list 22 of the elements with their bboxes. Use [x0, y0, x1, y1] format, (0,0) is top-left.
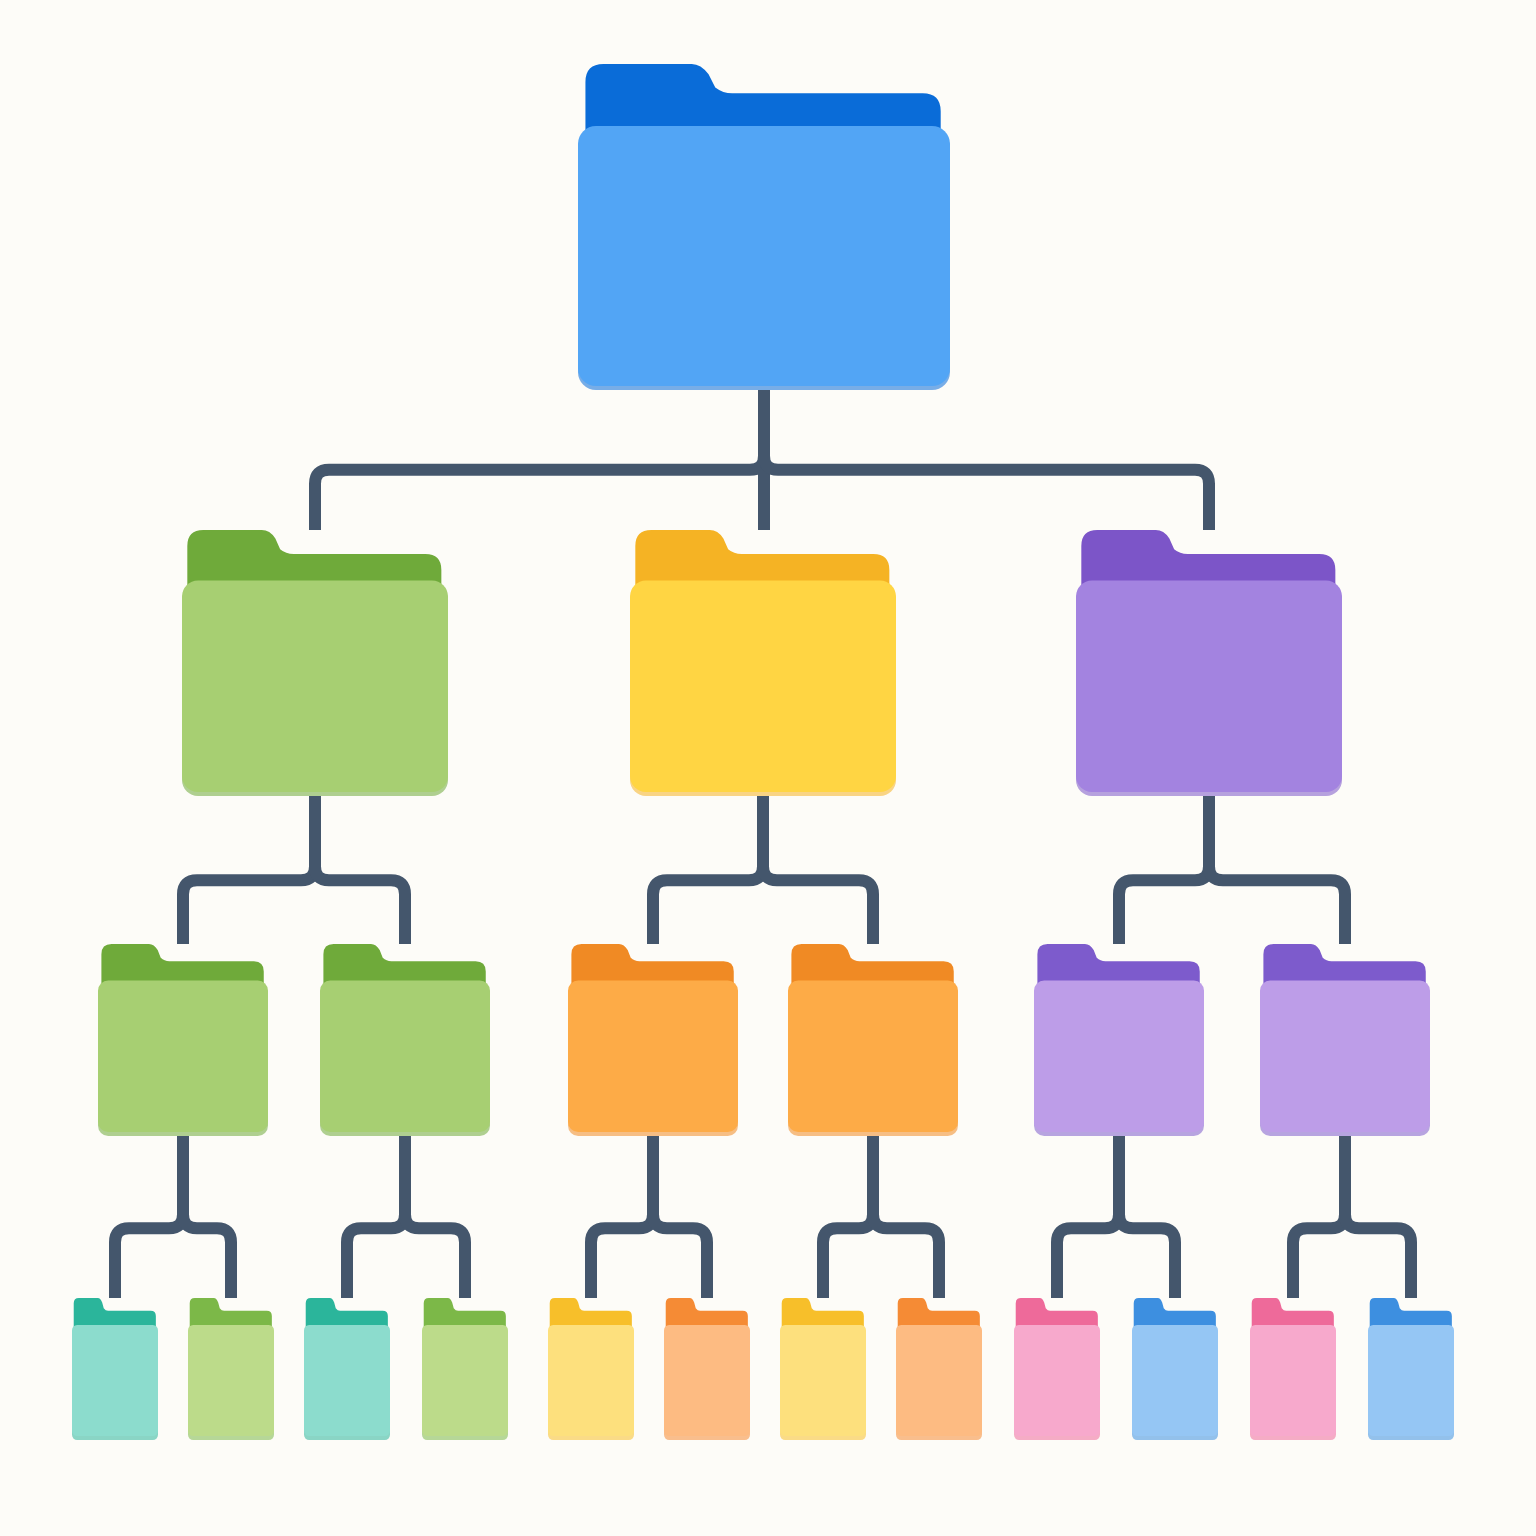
folder-icon	[1132, 1298, 1218, 1440]
folder-icon	[1034, 944, 1204, 1136]
folder-icon	[422, 1298, 508, 1440]
folder-icon	[568, 944, 738, 1136]
folder-icon	[664, 1298, 750, 1440]
folder-icon	[630, 530, 896, 796]
folder-icon	[1014, 1298, 1100, 1440]
folder-icon	[788, 944, 958, 1136]
folder-icon	[548, 1298, 634, 1440]
folder-icon	[1076, 530, 1342, 796]
folder-icon	[320, 944, 490, 1136]
folder-icon	[98, 944, 268, 1136]
folder-icon	[1250, 1298, 1336, 1440]
folder-icon	[578, 64, 950, 390]
folder-icon	[188, 1298, 274, 1440]
folder-icon	[780, 1298, 866, 1440]
folder-icon	[896, 1298, 982, 1440]
folder-icon	[1368, 1298, 1454, 1440]
folder-icon	[304, 1298, 390, 1440]
folder-icon	[72, 1298, 158, 1440]
folder-icon	[182, 530, 448, 796]
folder-icon	[1260, 944, 1430, 1136]
